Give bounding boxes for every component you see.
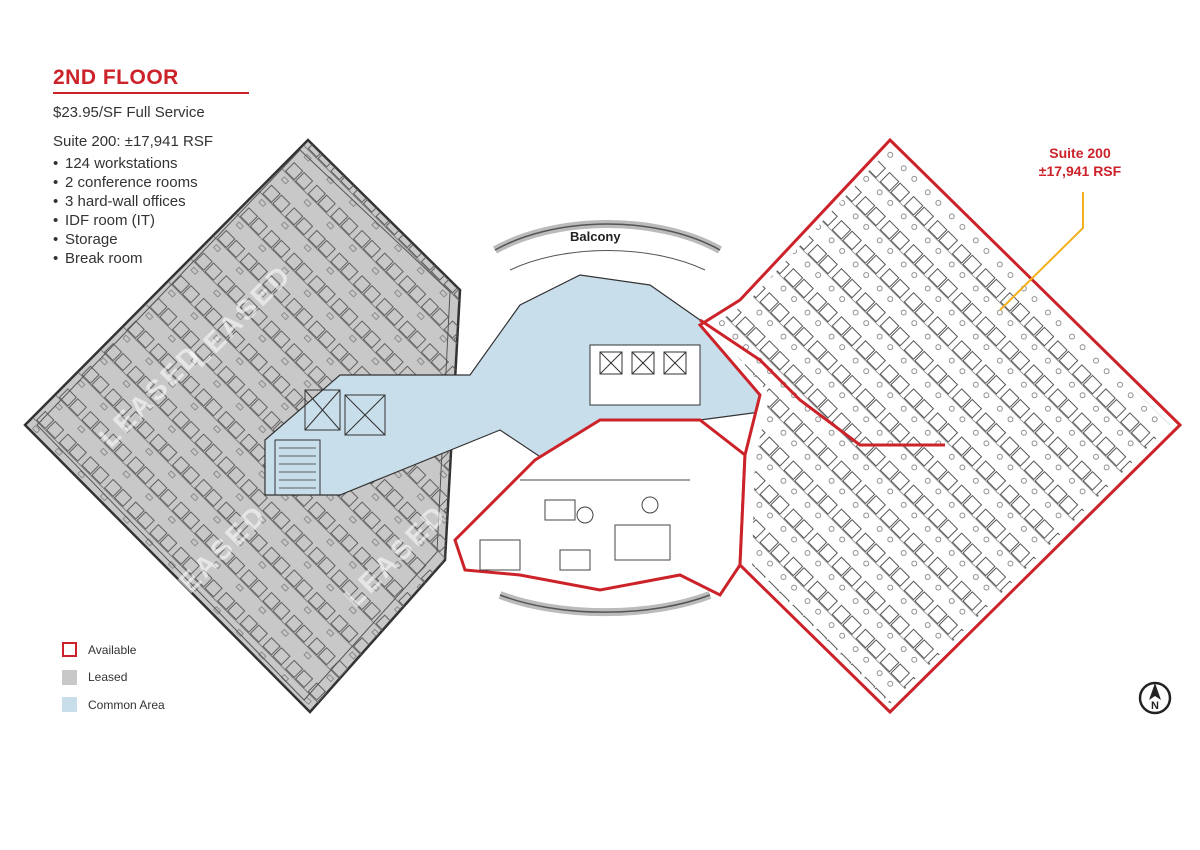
legend-common-label: Common Area — [88, 697, 165, 712]
feature-item: •3 hard-wall offices — [53, 193, 186, 210]
price-text: $23.95/SF Full Service — [53, 104, 205, 121]
balcony-top — [493, 219, 722, 271]
available-center — [453, 418, 747, 597]
legend-available: Available — [62, 636, 165, 664]
suite-size-text: Suite 200: ±17,941 RSF — [53, 133, 213, 150]
common-area-swatch — [62, 697, 77, 713]
feature-item: •124 workstations — [53, 155, 178, 172]
available-wing — [697, 137, 1183, 715]
floor-title: 2ND FLOOR — [53, 66, 179, 89]
legend-available-label: Available — [88, 642, 137, 657]
legend-common: Common Area — [62, 691, 165, 719]
feature-item: •Storage — [53, 231, 118, 248]
suite-callout: Suite 200 ±17,941 RSF — [1020, 144, 1140, 180]
callout-suite-size: ±17,941 RSF — [1038, 163, 1122, 179]
balcony-bottom — [498, 591, 712, 617]
balcony-label: Balcony — [570, 229, 621, 244]
legend-leased: Leased — [62, 664, 165, 692]
feature-item: •2 conference rooms — [53, 174, 198, 191]
available-swatch — [62, 642, 77, 658]
north-arrow-icon: N — [1138, 681, 1172, 715]
callout-suite-name: Suite 200 — [1049, 145, 1111, 161]
leased-wing — [23, 138, 462, 714]
suite-boundary — [699, 318, 945, 447]
legend: Available Leased Common Area — [62, 636, 165, 719]
leased-swatch — [62, 669, 77, 685]
legend-leased-label: Leased — [88, 670, 128, 685]
svg-text:N: N — [1151, 700, 1159, 712]
feature-item: •IDF room (IT) — [53, 212, 155, 229]
title-underline — [53, 92, 249, 94]
feature-item: •Break room — [53, 250, 143, 267]
feature-list: •124 workstations •2 conference rooms •3… — [53, 154, 198, 268]
common-area — [264, 274, 947, 496]
callout-leader — [999, 192, 1084, 311]
